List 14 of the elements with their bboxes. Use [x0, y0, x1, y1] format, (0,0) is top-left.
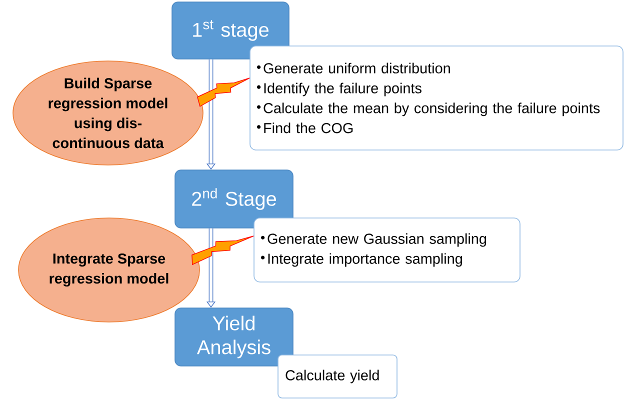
list-item: Calculate the mean by considering the failure points	[264, 102, 600, 116]
list-item: Generate uniform distribution	[264, 62, 450, 74]
text-box	[254, 218, 520, 282]
stage-box: 2$^{nd}$ Stage	[174, 170, 294, 228]
list-item: Identify the failure points	[264, 82, 422, 96]
stage-box: 1$^{st}$ stage	[172, 2, 290, 60]
stage-box: Yield Analysis	[174, 308, 294, 366]
text-box: Calculate yield	[278, 354, 398, 398]
list-item: Integrate importance sampling	[268, 253, 462, 267]
list-item: Find the COG	[264, 122, 353, 134]
oval: Integrate Sparse regression model	[18, 218, 200, 322]
list-item: Generate new Gaussian sampling	[268, 233, 486, 247]
text-box	[250, 46, 624, 150]
oval: Build Sparse regression model using dis- continuous data	[12, 60, 204, 166]
